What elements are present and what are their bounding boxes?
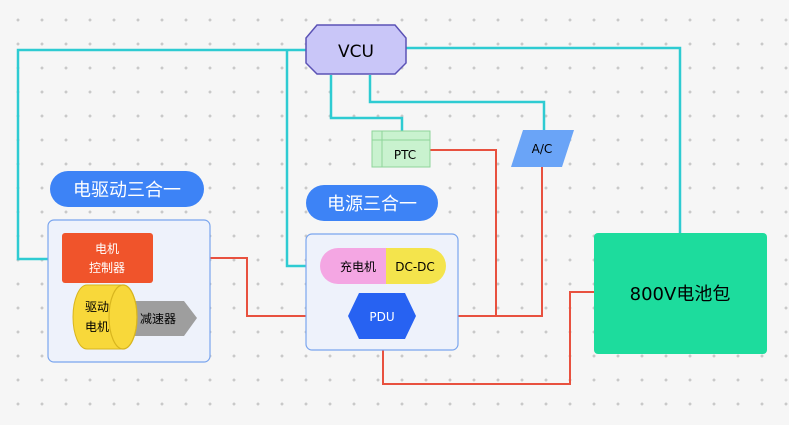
signal-line-vcu-ptc — [329, 75, 404, 132]
signal-line-vcu-motor-controller — [16, 48, 306, 261]
electric-drive-group-label-bg — [50, 171, 204, 207]
signal-lines — [16, 46, 682, 268]
vcu-shape — [305, 24, 407, 75]
battery-shape — [594, 233, 767, 354]
signal-line-vcu-battery — [405, 46, 682, 234]
drive-motor-node[interactable]: 驱动 电机 — [72, 284, 138, 350]
drive-motor-shape — [72, 284, 138, 350]
vcu-label: VCU — [338, 42, 374, 62]
ptc-label: PTC — [394, 148, 416, 162]
power-line-pdu-ac — [496, 167, 543, 317]
signal-line-vcu-ac — [368, 75, 546, 132]
battery-node[interactable]: 800V电池包 — [594, 233, 767, 354]
reducer-label: 减速器 — [140, 312, 176, 326]
ac-shape — [511, 130, 574, 167]
drive-motor-cap — [108, 284, 138, 350]
pdu-node[interactable]: PDU — [348, 293, 416, 339]
pdu-label: PDU — [369, 310, 394, 324]
power-supply-group-label-bg — [306, 185, 438, 221]
drive-motor-label-line2: 电机 — [85, 320, 109, 334]
power-line-pdu-battery — [382, 291, 595, 385]
charger-shape — [320, 248, 386, 284]
motor-controller-label-line2: 控制器 — [89, 261, 125, 275]
dcdc-shape — [386, 248, 446, 284]
ptc-node[interactable]: PTC — [371, 130, 431, 168]
charger-node[interactable]: 充电机 — [320, 248, 386, 284]
power-supply-group-label: 电源三合一 — [327, 194, 417, 215]
motor-controller-node[interactable]: 电机 控制器 — [62, 233, 153, 283]
charger-label: 充电机 — [340, 259, 376, 274]
motor-controller-shape — [62, 233, 153, 283]
vcu-node[interactable]: VCU — [305, 24, 407, 75]
dcdc-label: DC-DC — [395, 260, 435, 274]
ac-node[interactable]: A/C — [511, 130, 574, 167]
dcdc-node[interactable]: DC-DC — [386, 248, 446, 284]
reducer-shape — [128, 301, 197, 336]
reducer-node[interactable]: 减速器 — [128, 301, 197, 336]
electric-drive-group-label: 电驱动三合一 — [73, 180, 181, 201]
drive-motor-label-line1: 驱动 — [85, 300, 109, 314]
battery-label: 800V电池包 — [630, 284, 731, 305]
ac-label: A/C — [532, 142, 553, 156]
motor-controller-label-line1: 电机 — [95, 242, 119, 256]
pdu-shape — [348, 293, 416, 339]
